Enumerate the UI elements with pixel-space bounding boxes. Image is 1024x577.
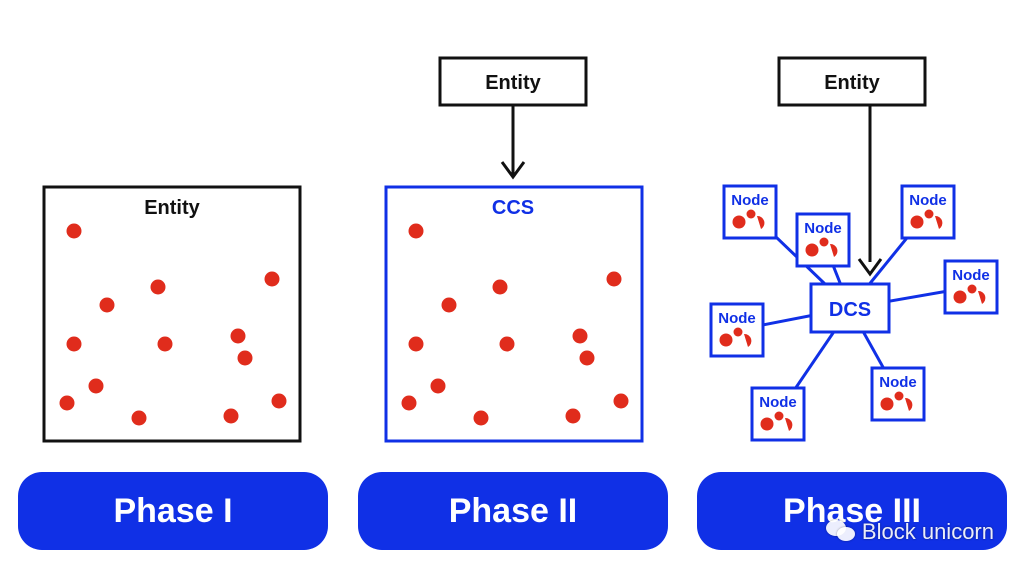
- entity-dot: [606, 271, 622, 287]
- phase1-entity-box: [42, 185, 302, 443]
- node-fragment: [905, 397, 913, 411]
- node-label: Node: [759, 394, 797, 411]
- phase2-ccs-dots: [401, 223, 629, 426]
- phase2-pill: Phase II: [358, 472, 668, 550]
- entity-dot: [499, 336, 515, 352]
- node-fragment: [744, 333, 752, 347]
- node-label: Node: [731, 192, 769, 209]
- phase2-arrow-head: [500, 161, 526, 180]
- node-box: Node: [943, 259, 999, 315]
- node-label: Node: [718, 310, 756, 327]
- node-fragment: [935, 215, 943, 229]
- node-dot: [819, 237, 829, 247]
- node-dot: [894, 391, 904, 401]
- node-box: Node: [750, 386, 806, 442]
- phase1-entity-dots: [59, 223, 287, 426]
- phase3-entity-label: Entity: [824, 72, 880, 94]
- node-fragment: [785, 417, 793, 431]
- node-dot: [760, 417, 774, 431]
- node-box: Node: [900, 184, 956, 240]
- node-fragment: [830, 243, 838, 257]
- node-label: Node: [804, 220, 842, 237]
- wechat-icon: [825, 520, 856, 544]
- node-box: Node: [722, 184, 778, 240]
- node-label: Node: [879, 374, 917, 391]
- entity-dot: [408, 223, 424, 239]
- entity-dot: [59, 395, 75, 411]
- phase2-ccs-label: CCS: [492, 197, 534, 219]
- node-dot: [732, 215, 746, 229]
- entity-dot: [99, 297, 115, 313]
- node-label: Node: [909, 192, 947, 209]
- entity-dot: [88, 378, 104, 394]
- entity-dot: [430, 378, 446, 394]
- entity-dot: [613, 393, 629, 409]
- phase3-dcs-label: DCS: [829, 299, 871, 321]
- entity-dot: [565, 408, 581, 424]
- node-fragment: [978, 290, 986, 304]
- phase2-entity-box: [438, 56, 588, 107]
- entity-dot: [572, 328, 588, 344]
- entity-dot: [401, 395, 417, 411]
- entity-dot: [66, 223, 82, 239]
- node-dot: [746, 209, 756, 219]
- entity-dot: [264, 271, 280, 287]
- entity-dot: [408, 336, 424, 352]
- node-dot: [880, 397, 894, 411]
- node-dot: [910, 215, 924, 229]
- entity-dot: [271, 393, 287, 409]
- phase2-ccs-box: [384, 185, 644, 443]
- node-dot: [953, 290, 967, 304]
- phase3-entity-box: [777, 56, 927, 107]
- watermark: Block unicorn: [825, 519, 994, 545]
- entity-dot: [441, 297, 457, 313]
- node-dot: [805, 243, 819, 257]
- phase2-entity-label: Entity: [485, 72, 541, 94]
- entity-dot: [131, 410, 147, 426]
- entity-dot: [492, 279, 508, 295]
- phase1-entity-label: Entity: [144, 197, 200, 219]
- node-box: Node: [870, 366, 926, 422]
- node-dot: [733, 327, 743, 337]
- node-frame: [943, 259, 999, 315]
- node-box: Node: [795, 212, 851, 268]
- entity-dot: [223, 408, 239, 424]
- node-dot: [924, 209, 934, 219]
- entity-dot: [157, 336, 173, 352]
- entity-dot: [237, 350, 253, 366]
- node-dot: [719, 333, 733, 347]
- phase1-pill: Phase I: [18, 472, 328, 550]
- entity-dot: [150, 279, 166, 295]
- entity-dot: [579, 350, 595, 366]
- phase1-group: Entity: [42, 185, 302, 443]
- entity-dot: [473, 410, 489, 426]
- node-label: Node: [952, 267, 990, 284]
- entity-dot: [66, 336, 82, 352]
- phase2-group: Entity CCS: [384, 56, 644, 443]
- entity-dot: [230, 328, 246, 344]
- node-dot: [967, 284, 977, 294]
- watermark-text: Block unicorn: [861, 519, 994, 544]
- phase3-dcs-hub: [809, 282, 891, 334]
- node-fragment: [757, 215, 765, 229]
- node-box: Node: [709, 302, 765, 358]
- node-dot: [774, 411, 784, 421]
- phase3-arrow-head: [857, 258, 883, 277]
